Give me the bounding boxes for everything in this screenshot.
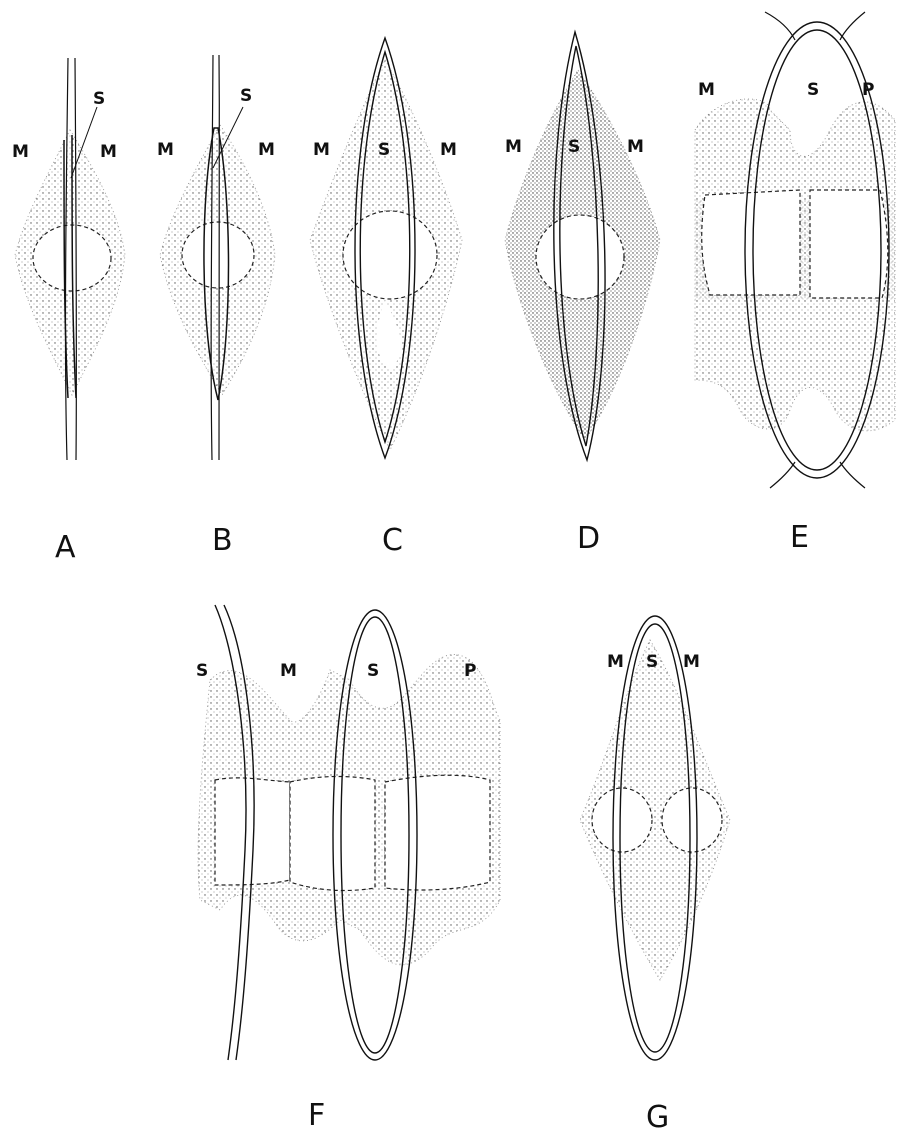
label-a-right: M	[100, 142, 117, 162]
panel-label-g: G	[646, 1100, 669, 1135]
label-d-center: S	[568, 137, 580, 157]
nucleus-c	[343, 211, 437, 299]
panel-label-d: D	[577, 521, 600, 556]
nucleus-g-right	[662, 788, 722, 852]
panel-d	[505, 32, 660, 460]
label-f-p: P	[464, 661, 476, 681]
panel-a	[15, 58, 125, 460]
panel-label-e: E	[790, 520, 809, 555]
label-c-right: M	[440, 140, 457, 160]
label-f-s1: S	[196, 661, 208, 681]
panel-label-c: C	[382, 523, 403, 558]
nucleus-e-right	[810, 190, 888, 298]
label-f-m: M	[280, 661, 297, 681]
label-e-right: P	[862, 80, 874, 100]
label-e-left: M	[698, 80, 715, 100]
label-d-left: M	[505, 137, 522, 157]
panel-g	[580, 616, 730, 1060]
nucleus-d	[536, 215, 624, 299]
label-c-center: S	[378, 140, 390, 160]
label-b-s: S	[240, 86, 252, 106]
label-a-left: M	[12, 142, 29, 162]
label-c-left: M	[313, 140, 330, 160]
panel-f	[198, 605, 500, 1060]
label-b-left: M	[157, 140, 174, 160]
label-g-center: S	[646, 652, 658, 672]
label-g-left: M	[607, 652, 624, 672]
label-b-right: M	[258, 140, 275, 160]
nucleus-g-left	[592, 788, 652, 852]
panel-c	[310, 38, 462, 458]
nucleus-e-left	[702, 190, 800, 295]
label-f-s2: S	[367, 661, 379, 681]
nucleus-b	[182, 222, 254, 288]
label-d-right: M	[627, 137, 644, 157]
panel-label-f: F	[308, 1098, 325, 1133]
nucleus-f-right	[385, 775, 490, 890]
panel-b	[160, 55, 275, 460]
panel-label-b: B	[212, 523, 233, 558]
label-e-center: S	[807, 80, 819, 100]
label-a-s: S	[93, 89, 105, 109]
label-g-right: M	[683, 652, 700, 672]
panel-label-a: A	[55, 530, 76, 565]
